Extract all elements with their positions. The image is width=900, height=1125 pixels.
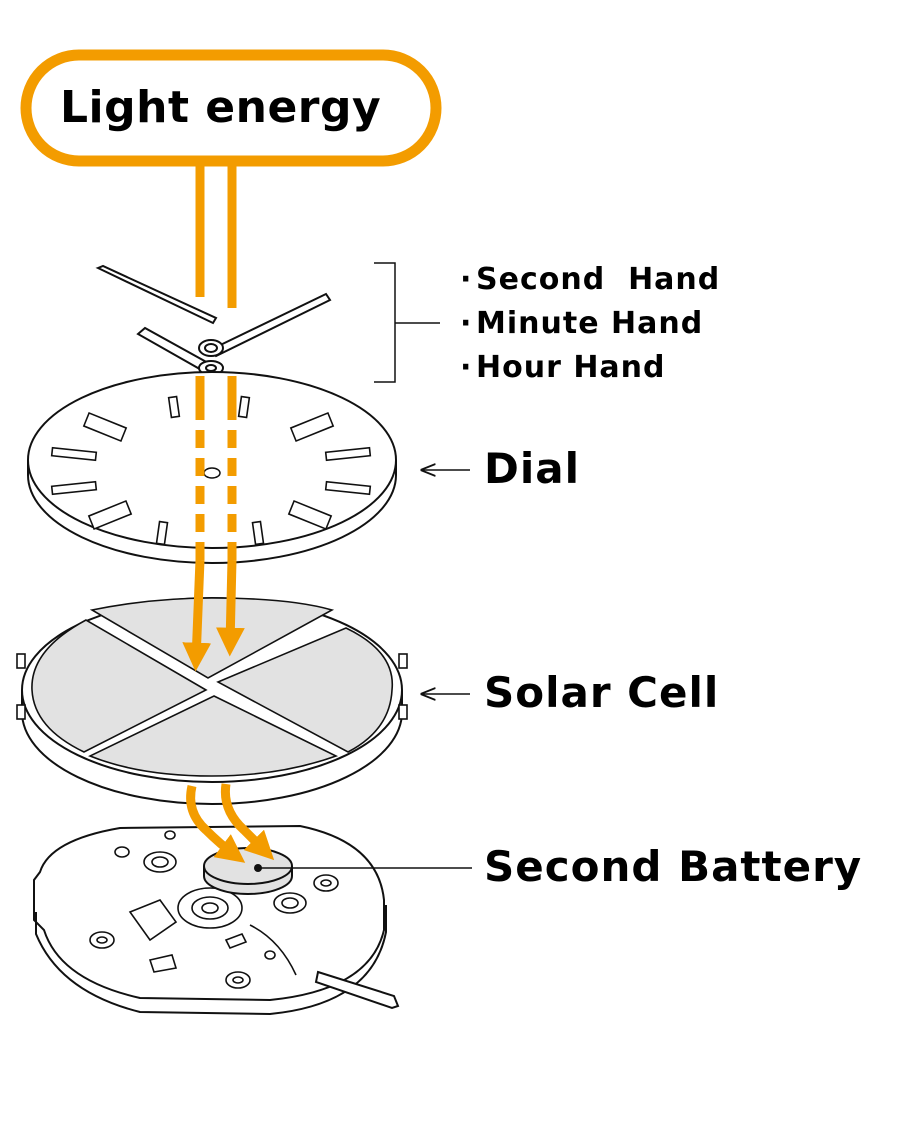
solar-cell bbox=[16, 597, 408, 805]
energy-arrows-battery bbox=[186, 783, 275, 863]
energy-beams-dial bbox=[195, 376, 237, 560]
hand-label-second: ·Second Hand bbox=[460, 262, 720, 297]
bullet: · bbox=[460, 306, 473, 341]
second-hand bbox=[95, 264, 218, 325]
hand-label-text: Minute Hand bbox=[476, 306, 704, 341]
light-energy-title: Light energy bbox=[60, 82, 382, 133]
label-pointers bbox=[258, 470, 472, 869]
second-battery-label: Second Battery bbox=[484, 842, 863, 891]
solar-cell-label: Solar Cell bbox=[484, 668, 720, 717]
energy-beams-top bbox=[195, 163, 237, 308]
hand-label-hour: ·Hour Hand bbox=[460, 350, 666, 385]
hand-label-text: Hour Hand bbox=[476, 350, 666, 385]
movement-plate bbox=[33, 824, 400, 1016]
hand-label-text: Second Hand bbox=[476, 262, 721, 297]
hands-bracket bbox=[374, 262, 440, 383]
second-battery bbox=[203, 847, 293, 895]
hand-label-minute: ·Minute Hand bbox=[460, 306, 703, 341]
dial-label: Dial bbox=[484, 444, 580, 493]
watch-hands bbox=[95, 264, 332, 376]
light-energy-box bbox=[20, 49, 442, 167]
bullet: · bbox=[460, 262, 473, 297]
dial bbox=[27, 371, 397, 564]
bullet: · bbox=[460, 350, 473, 385]
energy-arrows-solar bbox=[182, 559, 245, 672]
